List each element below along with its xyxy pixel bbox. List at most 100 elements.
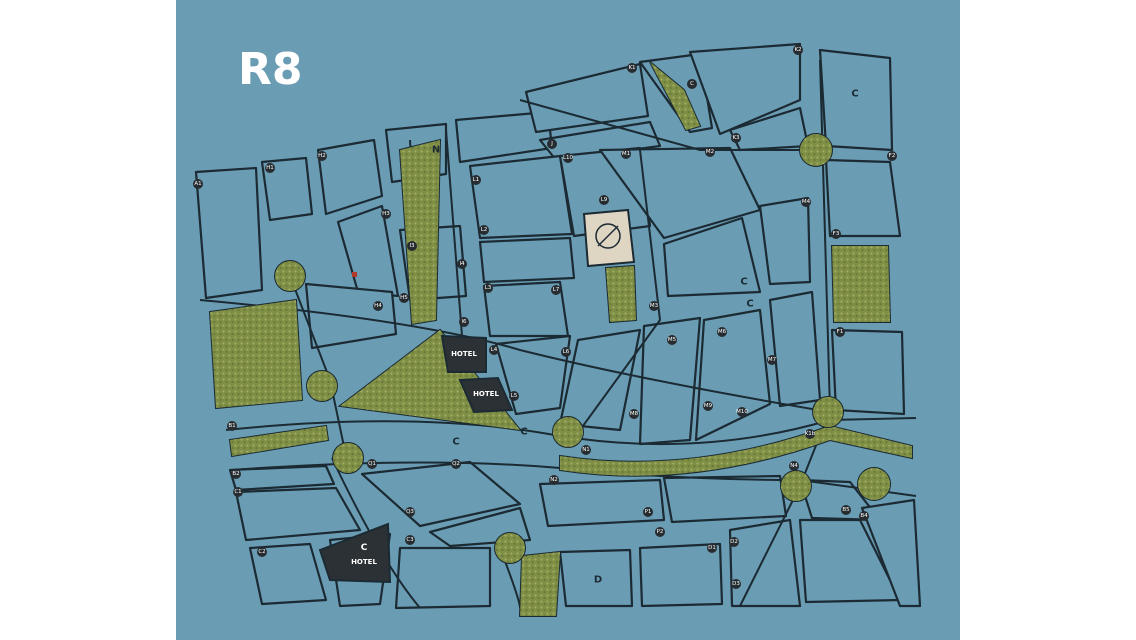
plot-badge: H3 [381,209,391,219]
plot-badge: L6 [561,347,571,357]
svg-text:D3: D3 [732,581,740,587]
zone-label: C [361,543,368,553]
svg-text:P1: P1 [645,509,652,515]
svg-text:C2: C2 [258,549,265,555]
plot-badge: C3 [405,535,415,545]
plot [538,478,666,528]
plot-badge: M3 [649,301,659,311]
plot-badge: N4 [789,461,799,471]
svg-text:Q1: Q1 [368,461,376,467]
plot-badge: I6 [459,317,469,327]
svg-text:M9: M9 [704,403,713,409]
roundabouts [274,133,891,564]
plot [662,216,762,298]
plot [688,42,802,136]
roundabout [812,396,844,428]
plot-badge: L9 [599,195,609,205]
plot-badge: B4 [859,511,869,521]
plot-badge: Q1 [367,459,377,469]
svg-text:I4: I4 [459,261,465,267]
svg-text:H5: H5 [400,295,408,301]
plot-badge: F1 [835,327,845,337]
svg-text:K3: K3 [732,135,740,141]
svg-text:L9: L9 [601,197,608,203]
plot-badge: N1 [581,445,591,455]
plot-badge: M4 [801,197,811,207]
svg-text:N2: N2 [550,477,558,483]
plot-badge: M8 [629,409,639,419]
plot [228,464,336,492]
plot-badge: P2 [655,527,665,537]
green-areas [208,61,913,617]
svg-text:C3: C3 [406,537,414,543]
svg-text:F1: F1 [837,329,844,335]
plot-badge: H1 [265,163,275,173]
svg-text:M7: M7 [768,357,777,363]
svg-text:M5: M5 [668,337,677,343]
svg-text:P2: P2 [657,529,664,535]
svg-text:L1: L1 [473,177,480,183]
plot-badge: N2 [549,475,559,485]
svg-text:L3: L3 [485,285,492,291]
plot-badge: F2 [887,151,897,161]
svg-text:Q3: Q3 [406,509,414,515]
plot [468,154,574,240]
svg-text:D1: D1 [708,545,716,551]
svg-text:L2: L2 [481,227,488,233]
landmark [582,208,636,268]
hotel-label: HOTEL [473,390,499,398]
svg-text:M8: M8 [630,411,639,417]
plot [824,158,902,238]
zone-label: C [520,427,527,438]
plot [394,546,492,610]
svg-text:A1: A1 [194,181,201,187]
zone-label: C [851,89,858,100]
svg-text:K2: K2 [794,47,801,53]
plot-badge: L7 [551,285,561,295]
hotel-block [440,334,487,373]
svg-text:C: C [690,81,694,87]
plot-badges: K2 K1 K3 C J L10 M1 M2 F2 H1 H2 A1 H3 L1… [193,45,897,589]
plot-badge: M5 [667,335,677,345]
plot-badge: D1 [707,543,717,553]
svg-text:F2: F2 [889,153,896,159]
plot-badge: B5 [841,505,851,515]
roundabout [552,416,584,448]
svg-text:M3: M3 [650,303,659,309]
plot [360,460,522,528]
plot [558,548,634,608]
plot-badge: B2 [231,469,241,479]
plot [860,498,922,608]
svg-text:Q2: Q2 [452,461,460,467]
plot-badge: L10 [563,153,574,163]
svg-text:B4: B4 [860,513,868,519]
svg-text:B1: B1 [228,423,235,429]
roundabout [274,260,306,292]
svg-text:D2: D2 [730,539,738,545]
svg-text:L5: L5 [511,393,518,399]
plot-badge: M10 [736,407,748,417]
plot-badge: K3 [731,133,741,143]
plot-badge: Q2 [451,459,461,469]
plot-badge: I4 [457,259,467,269]
roundabout [799,133,833,167]
plot-badge: L1 [471,175,481,185]
zone-label: N [432,145,440,156]
svg-text:N1: N1 [582,447,590,453]
svg-text:N4: N4 [790,463,798,469]
svg-text:M10: M10 [736,409,748,415]
plot-badge: M1 [621,149,631,159]
svg-text:C1: C1 [234,489,241,495]
svg-text:H4: H4 [374,303,382,309]
svg-text:H1: H1 [266,165,274,171]
plot-badge: C [687,79,697,89]
svg-text:H3: H3 [382,211,390,217]
plot-badge: F3 [831,229,841,239]
plot-badge: K1 [627,63,637,73]
hotel-label: HOTEL [351,558,377,566]
plot [662,474,788,524]
svg-text:L7: L7 [553,287,560,293]
svg-text:K1b: K1b [805,431,816,437]
plot-badge: A1 [193,179,203,189]
svg-text:I6: I6 [461,319,467,325]
